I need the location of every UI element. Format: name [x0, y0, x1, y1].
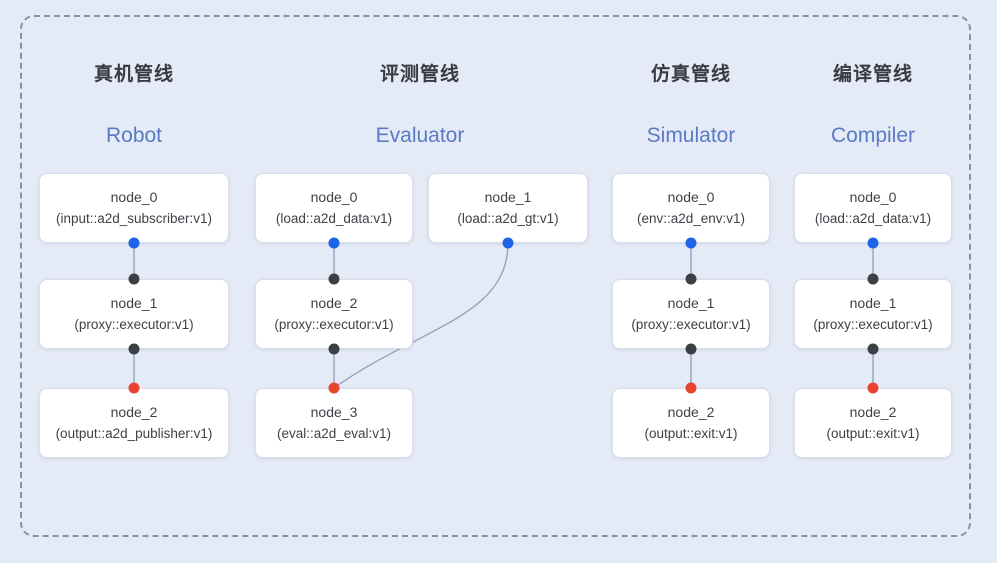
node-type-label: (proxy::executor:v1): [631, 317, 751, 332]
node-type-label: (load::a2d_data:v1): [275, 211, 393, 226]
pipeline-node-card: node_2(output::a2d_publisher:v1): [39, 388, 229, 458]
pipeline-node-card: node_1(load::a2d_gt:v1): [428, 173, 588, 243]
input-port-dot: [867, 273, 879, 285]
input-port-dot: [867, 382, 879, 394]
node-label: node_0: [849, 189, 897, 205]
input-port-dot: [685, 382, 697, 394]
pipeline-title-en: Simulator: [646, 124, 736, 147]
output-port-dot: [502, 237, 514, 249]
pipeline-node-card: node_0(env::a2d_env:v1): [612, 173, 770, 243]
diagram-dashed-border: [20, 15, 971, 537]
node-label: node_2: [310, 295, 358, 311]
pipeline-title-zh: 真机管线: [93, 64, 174, 85]
output-port-dot: [685, 237, 697, 249]
node-label: node_1: [667, 295, 715, 311]
input-port-dot: [328, 382, 340, 394]
node-label: node_0: [310, 189, 358, 205]
node-label: node_1: [849, 295, 897, 311]
input-port-dot: [685, 273, 697, 285]
node-type-label: (output::exit:v1): [826, 426, 920, 441]
output-port-dot: [328, 237, 340, 249]
pipeline-node-card: node_3(eval::a2d_eval:v1): [255, 388, 413, 458]
pipeline-title-en: Robot: [105, 124, 163, 147]
node-type-label: (eval::a2d_eval:v1): [276, 426, 392, 441]
pipeline-node-card: node_2(output::exit:v1): [612, 388, 770, 458]
node-label: node_0: [667, 189, 715, 205]
pipeline-title-en: Compiler: [830, 124, 916, 147]
node-label: node_2: [849, 404, 897, 420]
node-type-label: (proxy::executor:v1): [74, 317, 194, 332]
pipeline-node-card: node_0(input::a2d_subscriber:v1): [39, 173, 229, 243]
node-type-label: (output::exit:v1): [644, 426, 738, 441]
pipeline-title-en: Evaluator: [375, 124, 465, 147]
pipeline-node-card: node_1(proxy::executor:v1): [612, 279, 770, 349]
node-label: node_2: [667, 404, 715, 420]
output-port-dot: [128, 343, 140, 355]
node-type-label: (input::a2d_subscriber:v1): [55, 211, 213, 226]
pipeline-node-card: node_0(load::a2d_data:v1): [794, 173, 952, 243]
output-port-dot: [867, 343, 879, 355]
node-label: node_1: [110, 295, 158, 311]
node-type-label: (proxy::executor:v1): [813, 317, 933, 332]
pipeline-title-zh: 仿真管线: [650, 64, 731, 85]
input-port-dot: [128, 382, 140, 394]
input-port-dot: [128, 273, 140, 285]
output-port-dot: [128, 237, 140, 249]
output-port-dot: [867, 237, 879, 249]
node-label: node_2: [110, 404, 158, 420]
node-type-label: (load::a2d_data:v1): [814, 211, 932, 226]
input-port-dot: [328, 273, 340, 285]
pipeline-node-card: node_1(proxy::executor:v1): [39, 279, 229, 349]
pipeline-node-card: node_2(output::exit:v1): [794, 388, 952, 458]
pipeline-node-card: node_0(load::a2d_data:v1): [255, 173, 413, 243]
node-label: node_0: [110, 189, 158, 205]
output-port-dot: [685, 343, 697, 355]
pipeline-node-card: node_1(proxy::executor:v1): [794, 279, 952, 349]
node-type-label: (proxy::executor:v1): [274, 317, 394, 332]
pipeline-node-card: node_2(proxy::executor:v1): [255, 279, 413, 349]
node-type-label: (output::a2d_publisher:v1): [55, 426, 213, 441]
node-label: node_1: [484, 189, 532, 205]
pipeline-title-zh: 编译管线: [832, 64, 913, 85]
pipeline-edge-curve: [333, 242, 509, 389]
node-type-label: (load::a2d_gt:v1): [457, 211, 559, 226]
pipeline-title-zh: 评测管线: [379, 64, 460, 85]
output-port-dot: [328, 343, 340, 355]
node-type-label: (env::a2d_env:v1): [636, 211, 746, 226]
node-label: node_3: [310, 404, 358, 420]
